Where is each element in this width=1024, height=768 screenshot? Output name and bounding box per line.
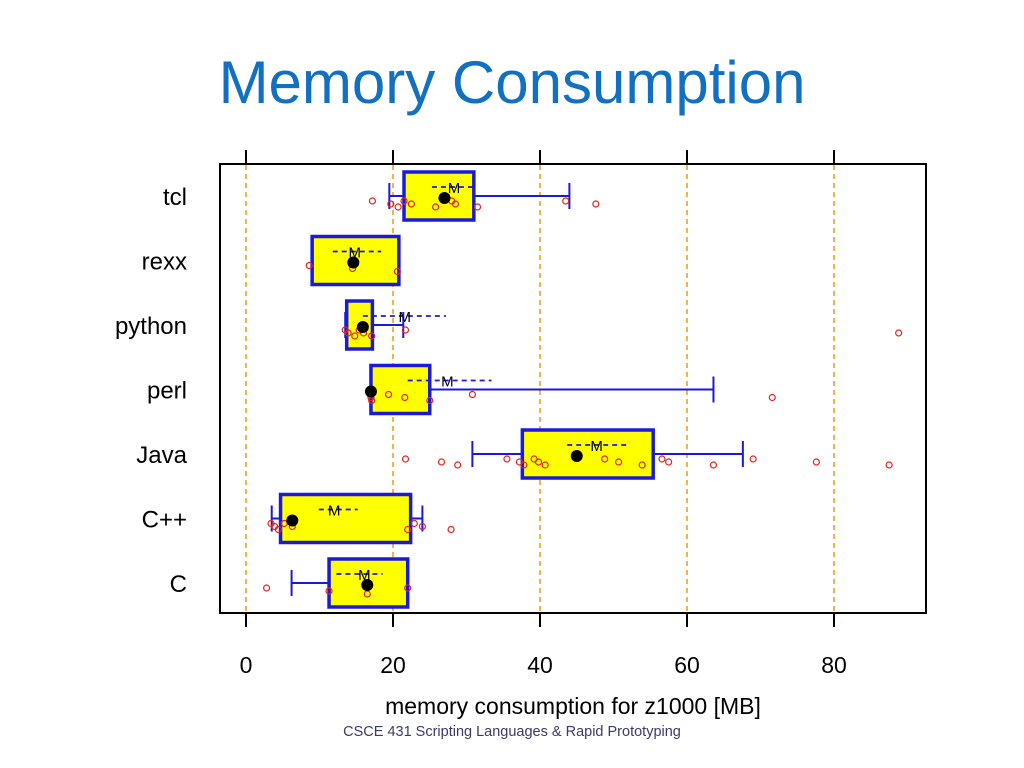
category-label: C [170, 571, 187, 598]
data-point [344, 329, 352, 337]
data-point [351, 332, 359, 340]
data-point [473, 203, 482, 211]
mean-marker: M [441, 374, 454, 391]
median-dot [570, 450, 583, 462]
data-point [768, 393, 776, 402]
slide-title: Memory Consumption [218, 49, 806, 116]
data-point [709, 461, 718, 469]
median-dot [364, 385, 377, 398]
data-point [368, 332, 376, 340]
data-point [468, 390, 476, 399]
mean-marker: M [448, 180, 461, 197]
data-point [615, 458, 623, 466]
data-point [749, 455, 757, 463]
category-label: C++ [142, 507, 187, 534]
data-point [262, 584, 271, 592]
median-dot [286, 514, 299, 527]
data-point [658, 455, 666, 463]
category-label: rexx [142, 249, 187, 276]
x-tick-label: 80 [821, 652, 847, 678]
box [327, 557, 410, 609]
data-point [368, 197, 377, 205]
data-point [638, 461, 646, 469]
x-tick-label: 20 [380, 652, 406, 678]
data-point [404, 584, 412, 592]
data-point [885, 461, 893, 469]
slide-footer: CSCE 431 Scripting Languages & Rapid Pro… [343, 724, 681, 740]
data-point [454, 461, 462, 469]
category-label: Java [136, 442, 187, 469]
box [278, 492, 413, 545]
data-point [895, 329, 903, 337]
mean-marker: M [399, 309, 412, 326]
data-point [432, 203, 440, 211]
median-dot [438, 192, 451, 204]
data-point [437, 458, 446, 466]
x-tick-label: 40 [527, 652, 553, 678]
data-point [520, 461, 528, 469]
median-dot [347, 256, 360, 269]
data-point [368, 396, 376, 405]
data-point [325, 587, 333, 595]
data-point [401, 326, 410, 334]
data-point [387, 200, 395, 208]
data-point [274, 525, 282, 534]
data-point [407, 200, 415, 208]
plot-frame [219, 163, 927, 614]
data-point [384, 390, 393, 399]
x-tick-label: 60 [674, 652, 700, 678]
data-point [401, 393, 409, 402]
category-label: perl [147, 378, 187, 405]
mean-marker: M [328, 503, 341, 520]
box [369, 363, 432, 416]
mean-marker: M [590, 438, 603, 455]
data-point [562, 197, 570, 205]
data-point [418, 522, 426, 531]
data-point [601, 455, 609, 463]
data-point [592, 200, 600, 208]
x-axis-label: memory consumption for z1000 [MB] [385, 693, 761, 719]
data-point [400, 197, 408, 205]
data-point [426, 396, 434, 405]
data-point [451, 200, 460, 208]
data-point [305, 261, 313, 270]
x-tick-label: 0 [240, 652, 253, 678]
data-point [394, 203, 402, 211]
data-point [393, 267, 402, 276]
data-point [503, 455, 511, 463]
category-label: tcl [163, 184, 187, 211]
median-dot [361, 579, 374, 591]
data-point [812, 458, 820, 466]
data-point [401, 455, 410, 463]
data-point [665, 458, 673, 466]
data-point [534, 458, 543, 466]
data-point [410, 519, 418, 528]
box [520, 428, 655, 480]
data-point [404, 525, 412, 534]
data-point [447, 525, 455, 534]
data-point [541, 461, 549, 469]
box [402, 170, 476, 222]
median-dot [356, 321, 369, 333]
category-label: python [115, 313, 187, 340]
